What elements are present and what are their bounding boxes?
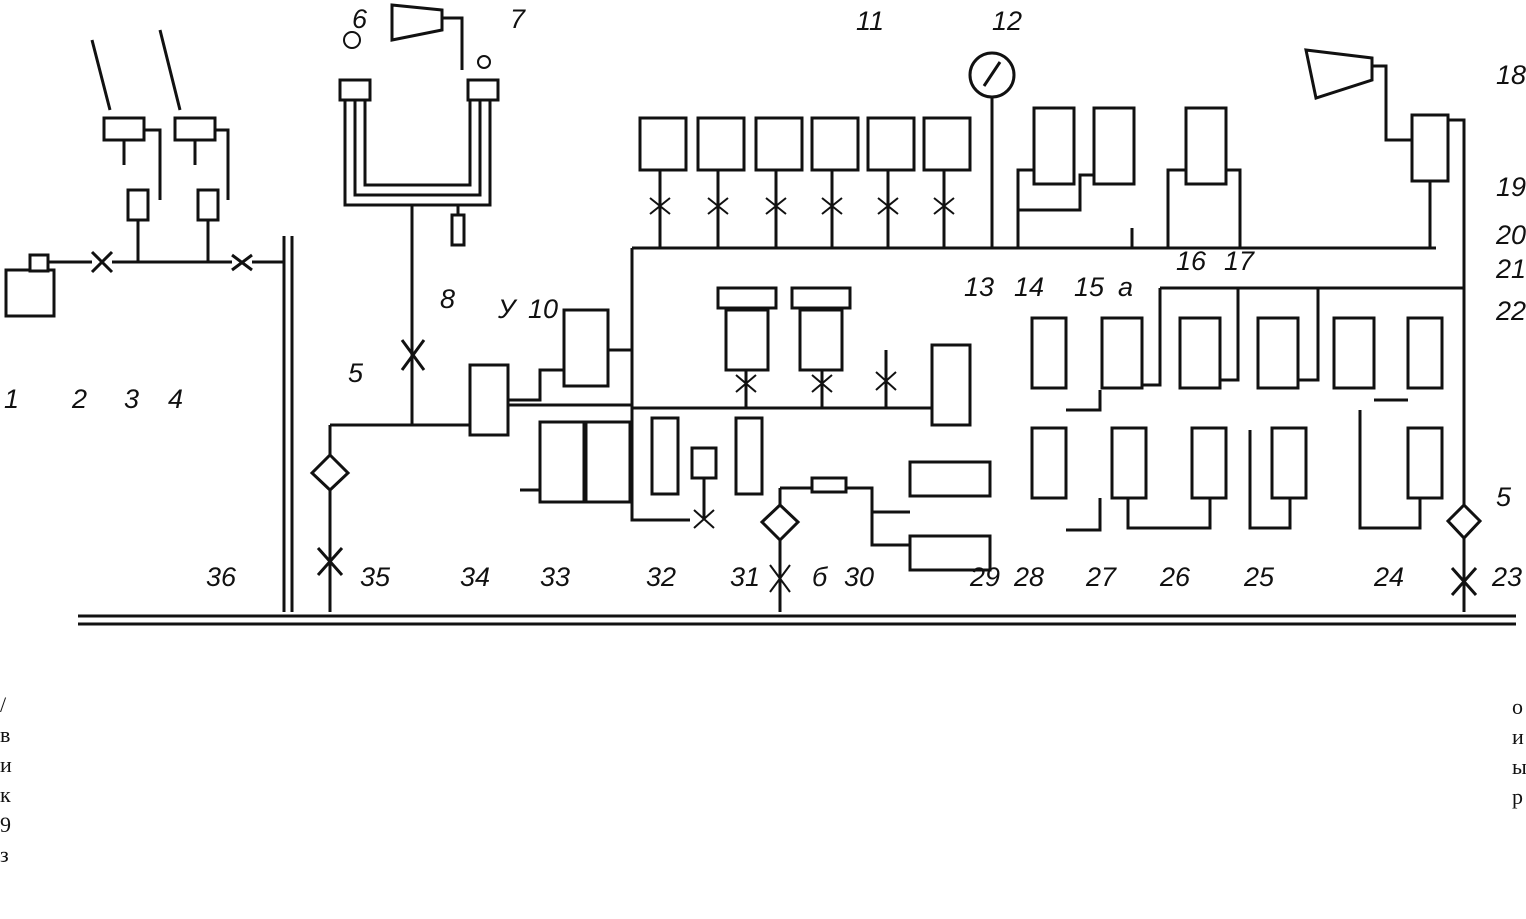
label-2: 2 bbox=[71, 384, 87, 414]
left-fragment: в bbox=[0, 722, 11, 747]
label-1: 1 bbox=[4, 384, 19, 414]
filter-5-left bbox=[309, 425, 351, 612]
horn-17-valve-18 bbox=[1304, 48, 1466, 505]
label-6: 6 bbox=[352, 4, 368, 34]
valves-14-15-16 bbox=[1016, 106, 1242, 248]
label-8: 8 bbox=[440, 284, 455, 314]
label-7: 7 bbox=[510, 4, 526, 34]
right-fragment: о bbox=[1512, 694, 1523, 719]
left-fragment: к bbox=[0, 782, 11, 807]
label-a: а bbox=[1118, 272, 1133, 302]
label-12: 12 bbox=[992, 6, 1022, 36]
riser-36 bbox=[282, 236, 294, 612]
label-13: 13 bbox=[964, 272, 994, 302]
left-fragment: з bbox=[0, 842, 9, 867]
center-group-31-32-13-29-30 bbox=[632, 286, 992, 612]
label-27: 27 bbox=[1085, 562, 1117, 592]
pressure-gauge-12 bbox=[968, 51, 1016, 248]
right-fragment: ы bbox=[1512, 754, 1526, 779]
filter-5-right bbox=[1445, 502, 1483, 612]
label-18: 18 bbox=[1496, 60, 1526, 90]
horn-7-and-cylinders-6 bbox=[330, 3, 500, 427]
label-15: 15 bbox=[1074, 272, 1105, 302]
manifold-11 bbox=[630, 116, 1436, 520]
label-22: 22 bbox=[1495, 296, 1526, 326]
label-16: 16 bbox=[1176, 246, 1207, 276]
label-11: 11 bbox=[856, 6, 884, 36]
left-fragment: / bbox=[0, 692, 7, 717]
label-14: 14 bbox=[1014, 272, 1044, 302]
left-margin-fragments: / в и к 9 з bbox=[0, 690, 12, 870]
label-34: 34 bbox=[460, 562, 490, 592]
compressor-1 bbox=[4, 250, 284, 318]
right-margin-fragments: о и ы р bbox=[1512, 692, 1526, 812]
labels: 1 2 3 4 5 6 7 8 У 10 11 12 13 14 15 16 1… bbox=[4, 4, 1526, 592]
label-17: 17 bbox=[1224, 246, 1255, 276]
label-4: 4 bbox=[168, 384, 183, 414]
label-10: 10 bbox=[528, 294, 558, 324]
label-28: 28 bbox=[1013, 562, 1044, 592]
label-19: 19 bbox=[1496, 172, 1526, 202]
label-b: б bbox=[812, 562, 828, 592]
label-23: 23 bbox=[1491, 562, 1522, 592]
label-33: 33 bbox=[540, 562, 570, 592]
main-return-line bbox=[78, 614, 1516, 626]
label-5-right: 5 bbox=[1496, 482, 1512, 512]
pedal-valves-3-4 bbox=[90, 29, 230, 262]
label-31: 31 bbox=[730, 562, 760, 592]
right-fragment: и bbox=[1512, 724, 1524, 749]
label-3: 3 bbox=[124, 384, 139, 414]
left-fragment: и bbox=[0, 752, 12, 777]
label-20: 20 bbox=[1495, 220, 1526, 250]
label-35: 35 bbox=[360, 562, 391, 592]
label-30: 30 bbox=[844, 562, 874, 592]
label-21: 21 bbox=[1495, 254, 1526, 284]
label-5-left: 5 bbox=[348, 358, 364, 388]
cylinder-group-19-28 bbox=[1030, 286, 1464, 532]
label-32: 32 bbox=[646, 562, 676, 592]
label-36: 36 bbox=[206, 562, 237, 592]
right-fragment: р bbox=[1512, 784, 1523, 809]
label-24: 24 bbox=[1373, 562, 1404, 592]
label-29: 29 bbox=[969, 562, 1000, 592]
label-y: У bbox=[497, 294, 518, 324]
left-fragment: 9 bbox=[0, 812, 11, 837]
label-26: 26 bbox=[1159, 562, 1191, 592]
label-25: 25 bbox=[1243, 562, 1275, 592]
